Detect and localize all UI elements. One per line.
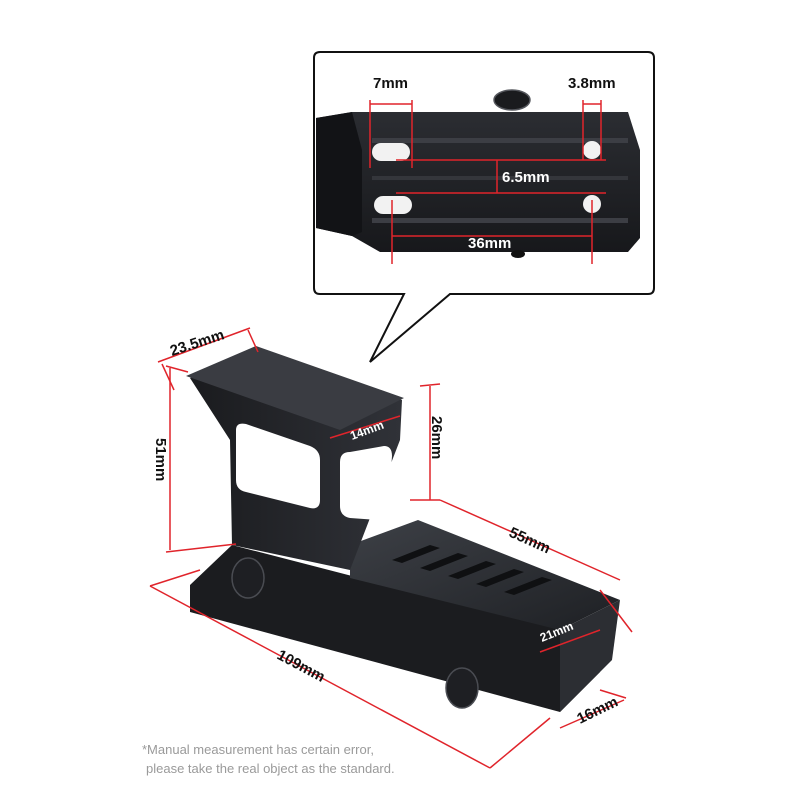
screw-head — [493, 89, 531, 111]
picatinny-slots — [392, 545, 552, 595]
slot-hole — [374, 196, 412, 214]
inset-dimension-lines — [369, 100, 606, 264]
note-line-2: please take the real object as the stand… — [146, 761, 395, 776]
round-hole — [583, 141, 601, 159]
row-spacing-label: 6.5mm — [502, 169, 550, 186]
riser-height-label: 26mm — [428, 416, 445, 459]
hole-spacing-label: 36mm — [468, 235, 511, 252]
mount-dimension-lines — [149, 327, 633, 769]
rail-length-label: 55mm — [506, 524, 553, 557]
mount-body — [186, 346, 620, 712]
measurement-note: *Manual measurement has certain error, p… — [142, 740, 462, 778]
note-line-1: *Manual measurement has certain error, — [142, 742, 374, 757]
height-label: 51mm — [152, 438, 169, 481]
total-length-label: 109mm — [274, 647, 328, 686]
hole-width-label: 3.8mm — [568, 75, 616, 92]
hole-length-label: 7mm — [373, 75, 408, 92]
top-width-label: 23.5mm — [168, 326, 226, 359]
slot-hole — [372, 143, 410, 161]
base-width-label: 16mm — [574, 693, 620, 727]
screw-knob-rear — [445, 667, 479, 709]
screw-knob-front — [231, 557, 265, 599]
inset-mount-top — [316, 89, 640, 258]
zoom-callout: 7mm 3.8mm 6.5mm 36mm — [313, 51, 655, 363]
